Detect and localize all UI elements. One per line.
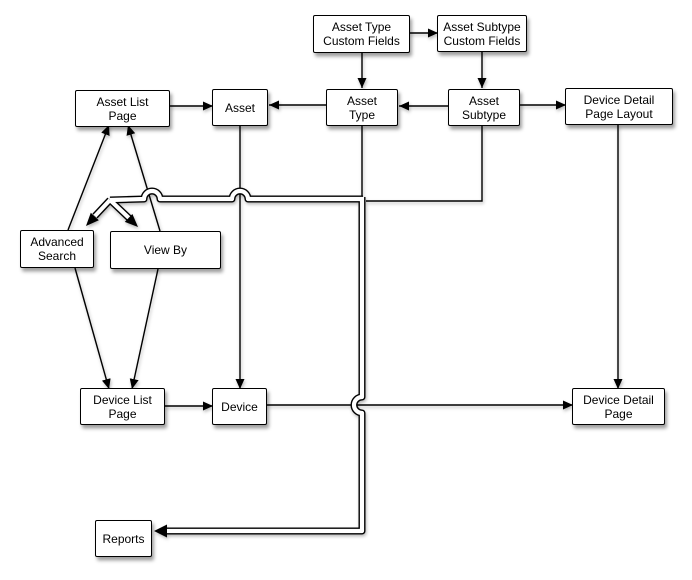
arrowhead-into-reports bbox=[154, 524, 167, 538]
node-label: Asset Subtype bbox=[461, 93, 507, 122]
edge-view-by-to-device-list-page bbox=[129, 268, 159, 390]
pipe-channel-to-reports bbox=[166, 197, 365, 534]
node-view-by: View By bbox=[110, 231, 221, 269]
edge-advanced-search-to-device-list-page bbox=[74, 267, 111, 390]
node-label: View By bbox=[143, 243, 188, 257]
node-advanced-search: Advanced Search bbox=[20, 230, 94, 268]
node-asset-subtype: Asset Subtype bbox=[448, 89, 520, 126]
node-label: Asset List Page bbox=[96, 94, 149, 123]
node-device-detail-page-layout: Device Detail Page Layout bbox=[565, 88, 673, 125]
node-asset-type-custom-fields: Asset Type Custom Fields bbox=[313, 15, 410, 53]
node-label: Asset Type Custom Fields bbox=[323, 20, 400, 48]
pipe-fork-to-view-by bbox=[108, 198, 131, 220]
arrowhead-into-advanced-search bbox=[86, 212, 99, 226]
node-label: Asset bbox=[224, 100, 255, 115]
node-label: Asset Type bbox=[346, 93, 377, 122]
node-asset-subtype-custom-fields: Asset Subtype Custom Fields bbox=[437, 15, 527, 52]
pipe-channel-to-search-fork bbox=[109, 188, 363, 203]
edge-advanced-search-to-asset-list-page bbox=[67, 124, 110, 231]
pipe-fork-to-advanced-search bbox=[93, 198, 112, 218]
arrowhead-into-view-by bbox=[124, 214, 138, 227]
node-label: Reports bbox=[102, 531, 145, 546]
node-label: Device Detail Page Layout bbox=[583, 92, 655, 121]
node-device: Device bbox=[212, 388, 267, 425]
node-label: Device bbox=[221, 399, 258, 414]
node-label: Asset Subtype Custom Fields bbox=[443, 19, 521, 48]
edge-asset-subtype-drop bbox=[366, 126, 483, 202]
node-asset: Asset bbox=[212, 89, 268, 126]
node-device-list-page: Device List Page bbox=[80, 388, 165, 425]
node-asset-list-page: Asset List Page bbox=[75, 90, 170, 127]
edge-view-by-to-asset-list-page bbox=[126, 124, 161, 232]
node-asset-type: Asset Type bbox=[326, 89, 398, 126]
node-label: Device List Page bbox=[93, 392, 152, 421]
node-reports: Reports bbox=[95, 520, 152, 557]
node-device-detail-page: Device Detail Page bbox=[572, 388, 665, 425]
node-label: Device Detail Page bbox=[583, 392, 654, 421]
node-label: Advanced Search bbox=[30, 235, 84, 263]
